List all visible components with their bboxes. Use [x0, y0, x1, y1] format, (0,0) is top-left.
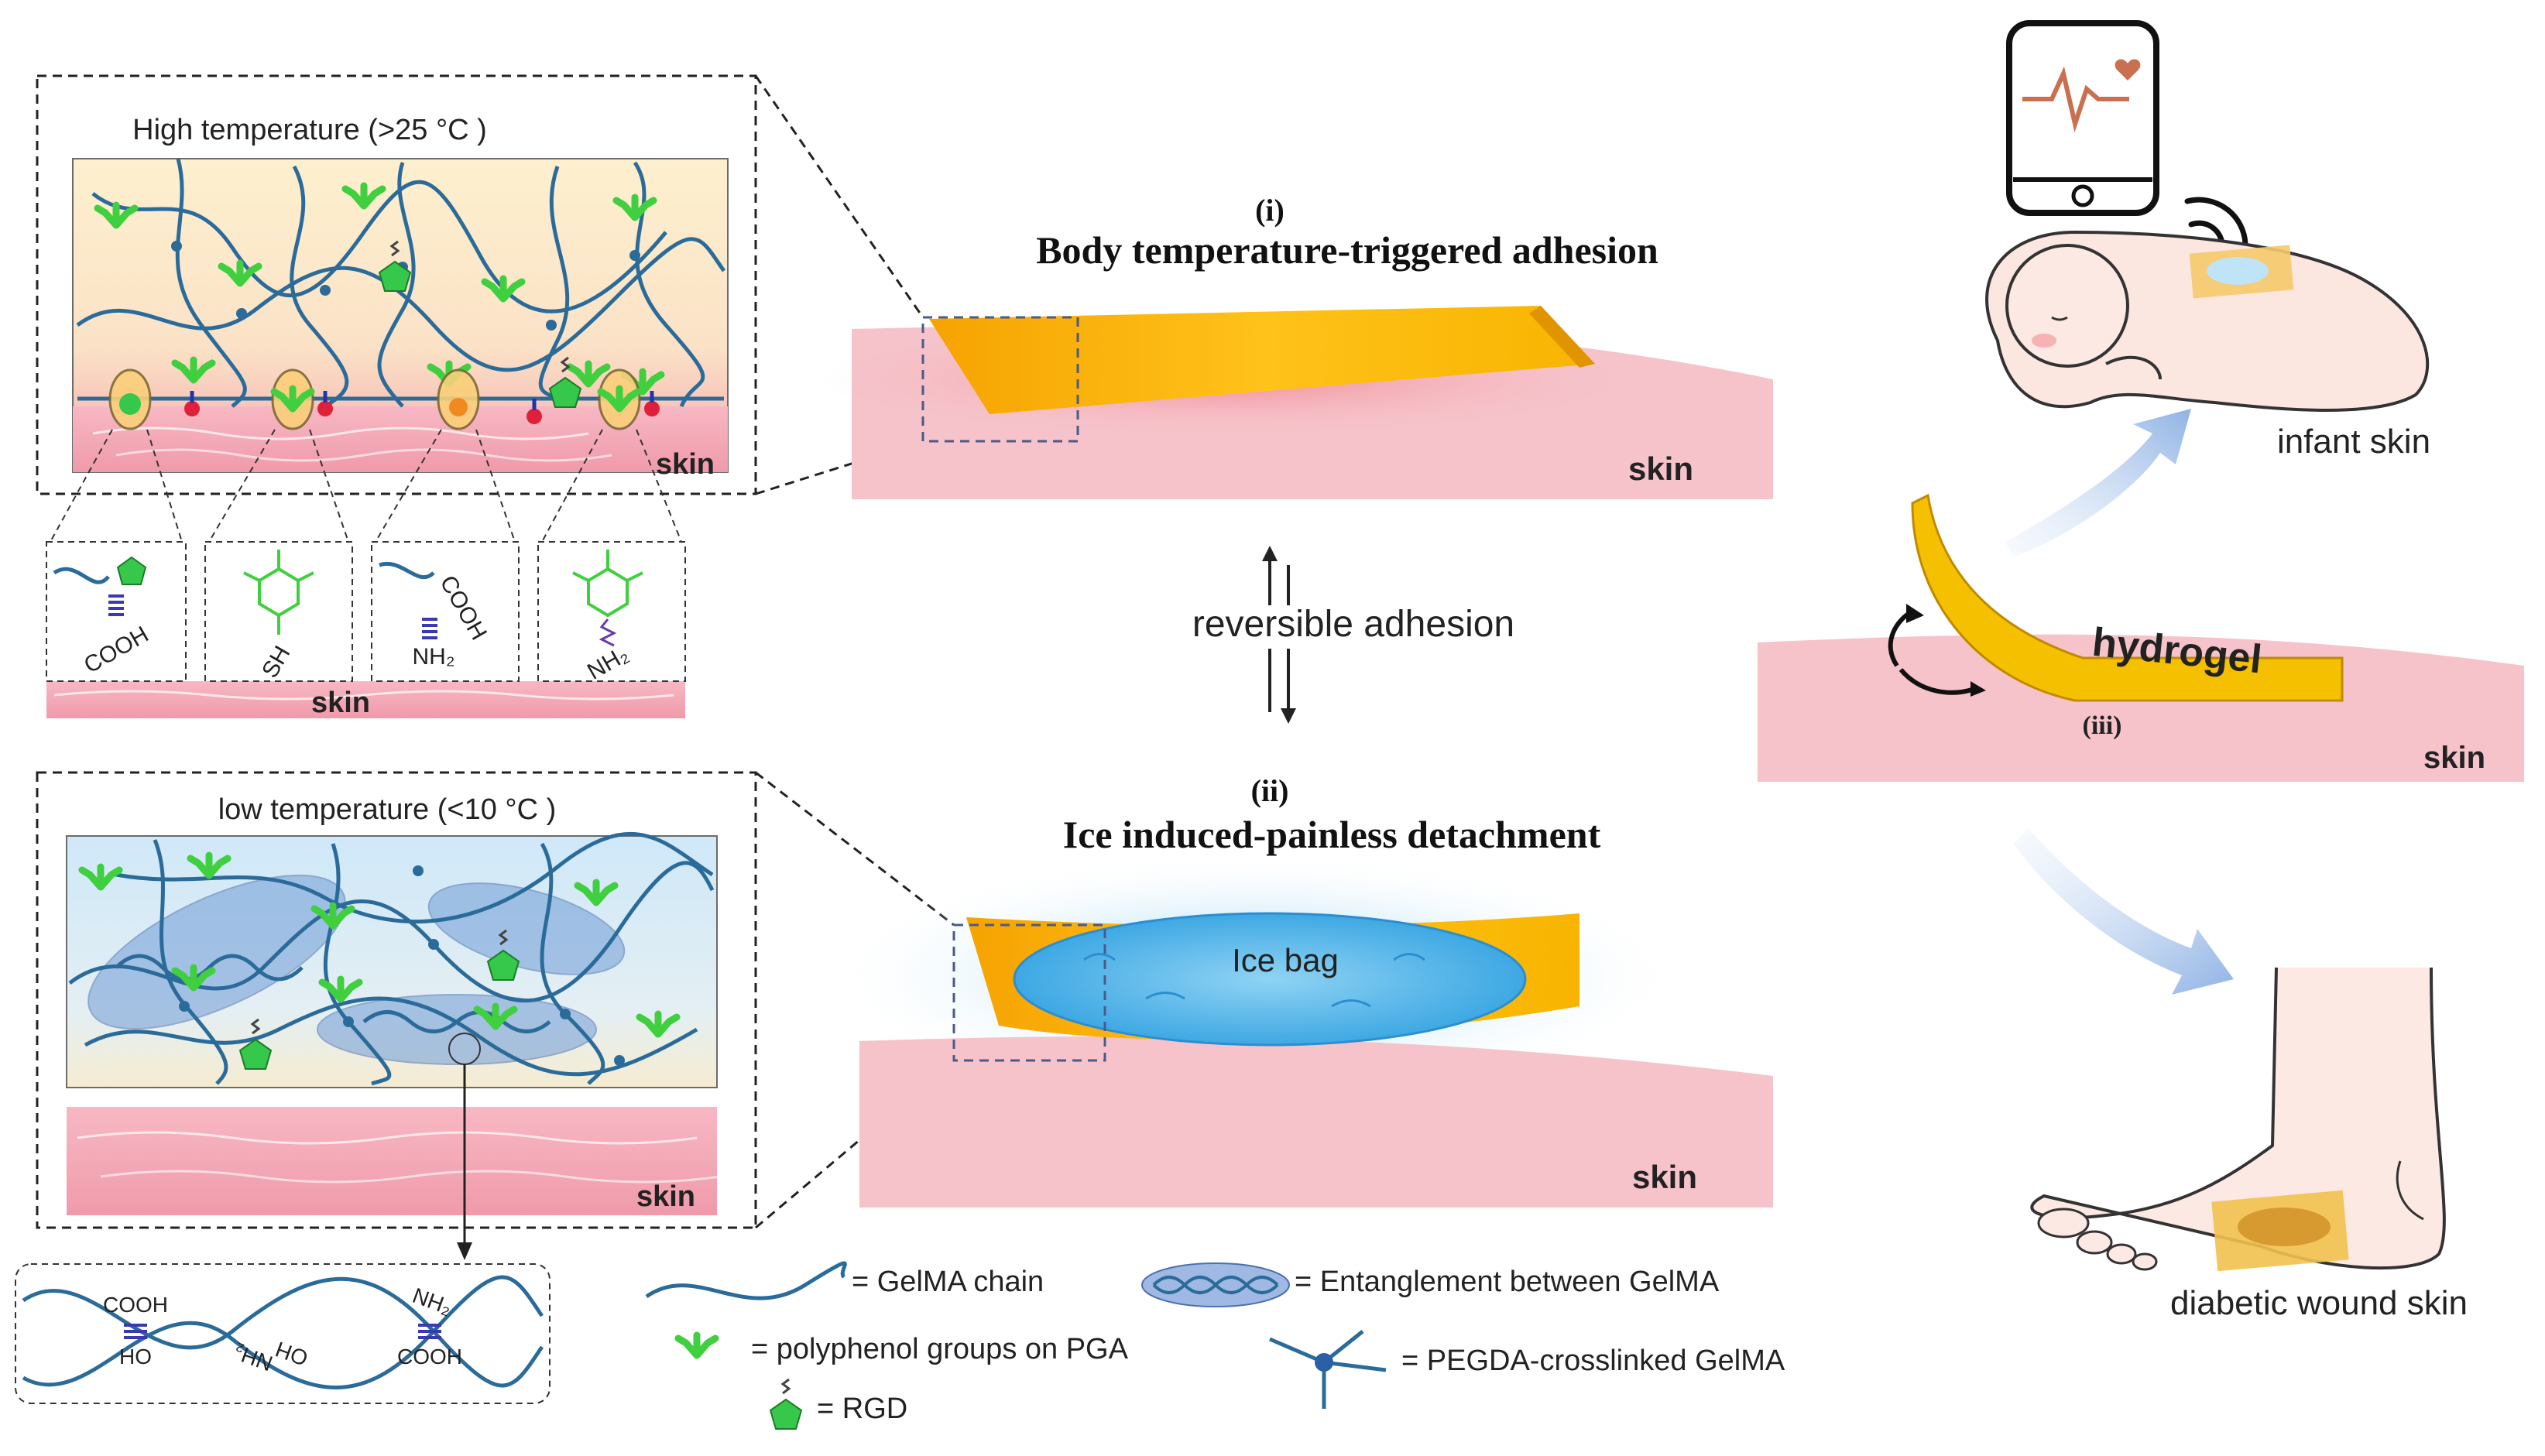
- panel-i-number: (i): [1255, 193, 1285, 228]
- legend-polyphenol: = polyphenol groups on PGA: [678, 1333, 1129, 1365]
- low-temperature-panel: low temperature (<10 °C ) skin: [36, 771, 757, 1229]
- arrow-to-infant: [2005, 409, 2191, 557]
- legend-rgd: = RGD: [769, 1378, 907, 1430]
- wireless-signal-icon: [2184, 197, 2248, 247]
- infant-skin-label: infant skin: [2277, 423, 2430, 461]
- legend-gelma-text: = GelMA chain: [852, 1266, 1044, 1298]
- legend-entangle-text: = Entanglement between GelMA: [1295, 1266, 1720, 1298]
- reversible-adhesion-arrows: reversible adhesion: [1138, 546, 1572, 724]
- panel-ii: (ii) Ice induced-painless detachment Ice…: [755, 771, 1773, 1229]
- legend-entanglement: = Entanglement between GelMA: [1141, 1262, 1720, 1307]
- panel-ii-skin-label: skin: [1632, 1159, 1697, 1195]
- low-temperature-title: low temperature (<10 °C ): [218, 793, 557, 826]
- group-cooh2-label: COOH: [434, 571, 492, 644]
- entanglement-detail: COOH HO NH₂ OH NH₂ COOH: [15, 1263, 551, 1404]
- panel-i-skin-label: skin: [1628, 451, 1693, 487]
- high-temperature-title: High temperature (>25 °C ): [132, 114, 487, 146]
- group-connectors: [50, 429, 682, 543]
- right-skin-label: skin: [2423, 741, 2485, 775]
- legend-rgd-text: = RGD: [817, 1393, 907, 1425]
- smartphone-icon: [2006, 20, 2159, 216]
- ice-bag-label: Ice bag: [1232, 942, 1339, 978]
- group-cooh-label: COOH: [80, 622, 153, 679]
- legend-gelma-chain: = GelMA chain: [645, 1261, 1044, 1300]
- legend-polyphenol-text: = polyphenol groups on PGA: [751, 1333, 1129, 1365]
- legend: = GelMA chain = polyphenol groups on PGA…: [645, 1261, 1785, 1430]
- hydrogel-application: hydrogel (iii) skin: [1758, 493, 2524, 782]
- low-panel-skin-label: skin: [636, 1180, 695, 1213]
- functional-groups: COOH SH COOH NH₂ NH₂ skin: [46, 541, 686, 719]
- legend-pegda: = PEGDA-crosslinked GelMA: [1269, 1330, 1785, 1409]
- group-sh-label: SH: [257, 642, 295, 683]
- legend-pegda-text: = PEGDA-crosslinked GelMA: [1401, 1345, 1785, 1377]
- high-temperature-panel: High temperature (>25 °C ) skin: [36, 74, 757, 495]
- panel-i-title: Body temperature-triggered adhesion: [1036, 228, 1658, 272]
- arrow-to-foot: [2013, 828, 2234, 995]
- entangle-ho1: HO: [119, 1345, 152, 1369]
- group-nh2b-label: NH₂: [583, 642, 633, 685]
- reversible-adhesion-label: reversible adhesion: [1192, 604, 1514, 645]
- foot-illustration: diabetic wound skin: [2030, 967, 2468, 1322]
- entangle-cooh2: COOH: [397, 1345, 462, 1369]
- group-nh2-label: NH₂: [413, 644, 455, 670]
- entangle-oh: OH: [273, 1337, 311, 1370]
- panel-iii-number: (iii): [2083, 711, 2122, 740]
- entanglement-pointer: [457, 1064, 472, 1260]
- panel-i: (i) Body temperature-triggered adhesion …: [754, 75, 1773, 499]
- group-skin-label: skin: [311, 687, 370, 719]
- high-panel-skin-label: skin: [656, 448, 715, 481]
- entangle-nh2a: NH₂: [230, 1340, 276, 1376]
- diabetic-wound-skin-label: diabetic wound skin: [2170, 1284, 2468, 1322]
- entangle-cooh1: COOH: [103, 1293, 168, 1317]
- panel-ii-title: Ice induced-painless detachment: [1063, 813, 1601, 856]
- infant-illustration: infant skin: [1985, 230, 2430, 461]
- panel-ii-number: (ii): [1251, 773, 1289, 808]
